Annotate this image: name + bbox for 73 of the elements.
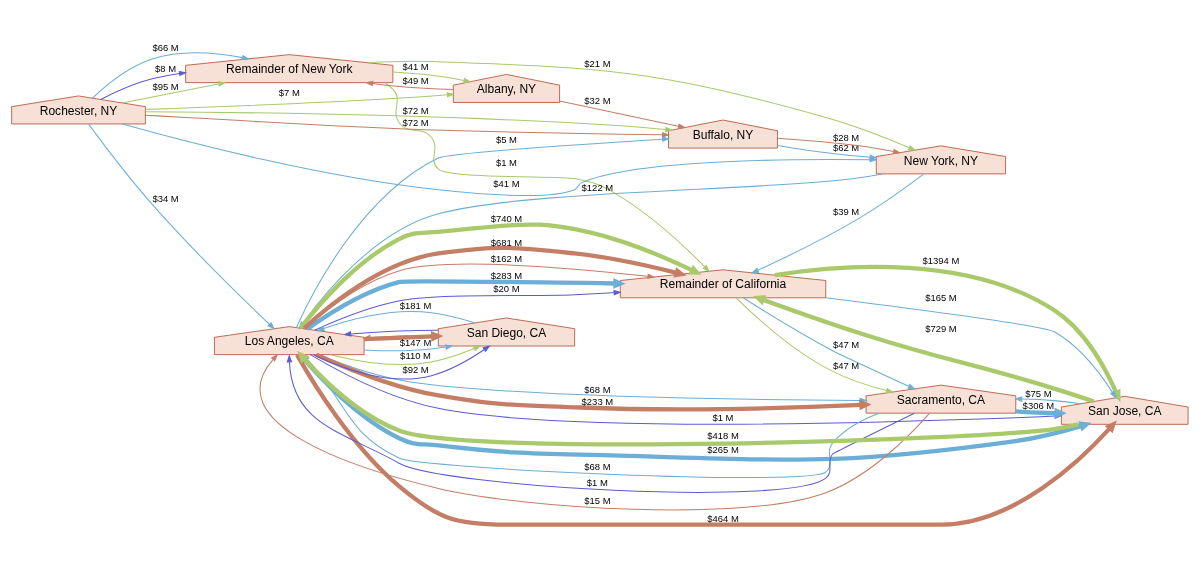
- arrow: [343, 329, 439, 337]
- edge-label: $28 M: [832, 131, 860, 143]
- arrow: [776, 144, 878, 160]
- arrow: [121, 80, 227, 103]
- edge-label: $41 M: [493, 177, 520, 189]
- arrow: [312, 344, 491, 379]
- arrow: [363, 343, 454, 351]
- arrow: [316, 310, 476, 331]
- edge-label: $72 M: [402, 116, 429, 128]
- edge-label: $47 M: [832, 338, 860, 350]
- edge-label: $20 M: [493, 282, 520, 294]
- arrow: [776, 137, 902, 154]
- edge-label: $1 M: [586, 476, 608, 488]
- edge-label: $265 M: [707, 443, 739, 455]
- edge-label: $68 M: [584, 460, 611, 472]
- arrow: [329, 344, 482, 365]
- edge-label: $729 M: [925, 322, 957, 334]
- edge-label: $740 M: [490, 212, 523, 224]
- arrow: [743, 296, 916, 390]
- arrow: [363, 330, 444, 342]
- edge-label: $34 M: [152, 192, 179, 204]
- edge-label: $181 M: [399, 299, 432, 311]
- arrow: [302, 245, 687, 330]
- arrow: [366, 60, 917, 151]
- edge-label: $165 M: [925, 291, 957, 303]
- arrow: [88, 123, 276, 330]
- arrow: [145, 110, 674, 132]
- edge-label: $41 M: [402, 60, 429, 72]
- arrow: [750, 173, 925, 273]
- edge-label: $68 M: [584, 383, 611, 395]
- arrow: [362, 334, 439, 340]
- edge-label: $92 M: [402, 363, 429, 375]
- edge-label: $283 M: [490, 269, 523, 281]
- edge-label: $122 M: [581, 181, 614, 193]
- edge-label: $1394 M: [922, 254, 960, 266]
- edge-label: $306 M: [1022, 399, 1055, 411]
- edge-label: $75 M: [1025, 387, 1052, 399]
- arrow: [144, 91, 455, 110]
- arrow: [392, 70, 472, 83]
- edge-label: $5 M: [495, 133, 517, 145]
- edge-label: $233 M: [581, 395, 614, 407]
- edge-label: $162 M: [490, 252, 523, 264]
- arrow: [365, 80, 454, 90]
- edge-label: $66 M: [152, 41, 179, 53]
- edge-label: $464 M: [707, 512, 739, 524]
- edge-label: $418 M: [707, 429, 739, 441]
- edge-label: $147 M: [399, 336, 432, 348]
- edge-label: $49 M: [402, 74, 429, 86]
- arrow: [314, 289, 622, 331]
- arrow: [1014, 395, 1082, 404]
- edge-label: $8 M: [155, 62, 177, 74]
- edge-label: $1 M: [712, 411, 734, 423]
- arrow: [559, 100, 687, 129]
- arrow: [315, 352, 872, 411]
- arrow: [100, 70, 188, 100]
- edge-label: $1 M: [495, 156, 517, 168]
- arrow: [304, 263, 656, 329]
- edge-label: $15 M: [584, 494, 611, 506]
- arrow: [91, 51, 250, 99]
- edge-label: $7 M: [278, 86, 300, 98]
- edge-label: $110 M: [400, 349, 431, 361]
- edge-label: $95 M: [152, 80, 179, 92]
- edge-label: $681 M: [490, 236, 523, 248]
- arrow: [305, 277, 626, 331]
- arrow: [145, 114, 671, 138]
- arrow: [384, 81, 711, 272]
- edge-label: $39 M: [832, 205, 860, 217]
- edge-label: $72 M: [402, 104, 429, 116]
- edge-label: $32 M: [584, 94, 611, 106]
- edge-label: $47 M: [832, 359, 860, 371]
- arrow: [825, 296, 1117, 399]
- arrow: [735, 297, 895, 393]
- edge-label: $21 M: [584, 57, 611, 69]
